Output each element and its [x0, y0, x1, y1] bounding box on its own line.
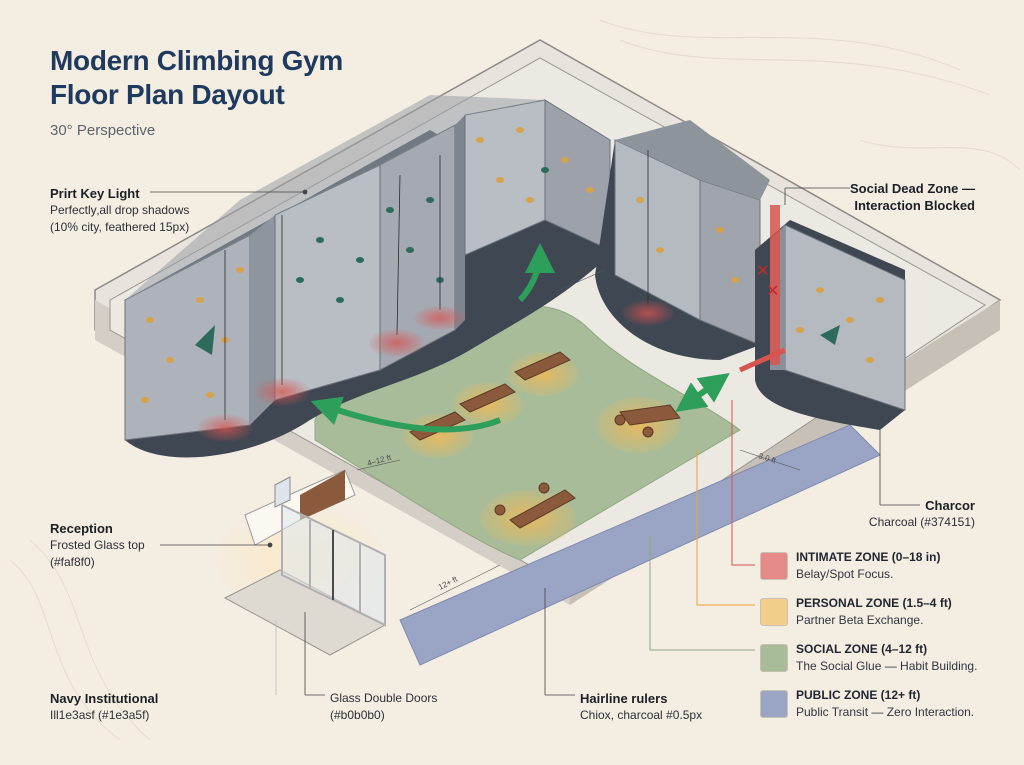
legend-item-intimate: INTIMATE ZONE (0–18 in) Belay/Spot Focus…	[760, 550, 1010, 596]
callout-key-light-title: Prirt Key Light	[50, 186, 140, 201]
legend-item-public: PUBLIC ZONE (12+ ft) Public Transit — Ze…	[760, 688, 1010, 734]
legend-title-social: SOCIAL ZONE (4–12 ft)	[796, 642, 928, 656]
callout-reception-line2: (#faf8f0)	[50, 555, 95, 569]
callout-dead-zone: Social Dead Zone — Interaction Blocked	[820, 180, 975, 214]
legend-swatch-social	[760, 644, 788, 672]
title-block: Modern Climbing Gym Floor Plan Dayout 30…	[50, 44, 343, 139]
page-subtitle: 30° Perspective	[50, 122, 156, 139]
callout-navy-line1: Ill1e3asf (#1e3a5f)	[50, 708, 150, 722]
callout-reception-title: Reception	[50, 521, 113, 536]
legend-title-public: PUBLIC ZONE (12+ ft)	[796, 688, 921, 702]
legend-desc-public: Public Transit — Zero Interaction.	[796, 705, 975, 719]
callout-dead-zone-line1: Social Dead Zone —	[850, 181, 975, 196]
callout-leaders	[150, 187, 920, 696]
callout-key-light: Prirt Key Light Perfectly‚all drop shado…	[50, 185, 189, 236]
legend-swatch-public	[760, 690, 788, 718]
dim-label-bottom-left: 12+ ft	[437, 574, 460, 592]
legend-desc-social: The Social Glue — Habit Building.	[796, 659, 978, 673]
callout-glass-doors-line2: (#b0b0b0)	[330, 708, 385, 722]
callout-glass-doors-line1: Glass Double Doors	[330, 691, 438, 705]
flow-arrows	[310, 243, 730, 433]
callout-charcoal-line1: Charcoal (#374151)	[868, 515, 975, 529]
svg-text:✕: ✕	[766, 283, 779, 300]
callout-reception-line1: Frosted Glass top	[50, 538, 145, 552]
callout-rulers-title: Hairline rulers	[580, 691, 668, 706]
callout-key-light-line1: Perfectly‚all drop shadows	[50, 203, 190, 217]
svg-text:✕: ✕	[756, 263, 769, 280]
legend-desc-personal: Partner Beta Exchange.	[796, 613, 924, 627]
climbing-walls-right	[595, 120, 906, 430]
dimension-rulers	[356, 269, 801, 611]
legend-title-intimate: INTIMATE ZONE (0–18 in)	[796, 550, 941, 564]
callout-dead-zone-line2: Interaction Blocked	[854, 198, 975, 213]
legend-desc-intimate: Belay/Spot Focus.	[796, 567, 894, 581]
callout-reception: Reception Frosted Glass top (#faf8f0)	[50, 520, 145, 571]
page-title-line-1: Modern Climbing Gym	[50, 45, 343, 76]
topo-background	[9, 19, 1021, 741]
climbing-walls-left	[124, 95, 611, 458]
callout-rulers-line1: Chiox, charcoal #0.5px	[580, 708, 703, 722]
callout-charcoal-title: Charcor	[925, 498, 975, 513]
zone-legend: INTIMATE ZONE (0–18 in) Belay/Spot Focus…	[760, 550, 1010, 734]
callout-navy-title: Navy Institutional	[50, 691, 159, 706]
callout-key-light-line2: (10% city, feathered 15px)	[50, 220, 190, 234]
legend-title-personal: PERSONAL ZONE (1.5–4 ft)	[796, 596, 952, 610]
callout-rulers: Hairline rulers Chiox, charcoal #0.5px	[580, 690, 702, 724]
page-title-line-2: Floor Plan Dayout	[50, 79, 285, 110]
callout-glass-doors: Glass Double Doors (#b0b0b0)	[330, 690, 437, 724]
legend-item-social: SOCIAL ZONE (4–12 ft) The Social Glue — …	[760, 642, 1010, 688]
legend-item-personal: PERSONAL ZONE (1.5–4 ft) Partner Beta Ex…	[760, 596, 1010, 642]
climbing-holds	[141, 127, 884, 403]
callout-charcoal: Charcor Charcoal (#374151)	[860, 497, 975, 531]
dead-zone-barrier: ✕ ✕	[738, 205, 787, 373]
intimate-zone-markers	[197, 300, 674, 442]
legend-leaders	[649, 400, 755, 651]
callout-navy: Navy Institutional Ill1e3asf (#1e3a5f)	[50, 690, 158, 724]
legend-swatch-personal	[760, 598, 788, 626]
benches	[409, 351, 681, 529]
legend-swatch-intimate	[760, 552, 788, 580]
rope-lines	[224, 150, 649, 420]
